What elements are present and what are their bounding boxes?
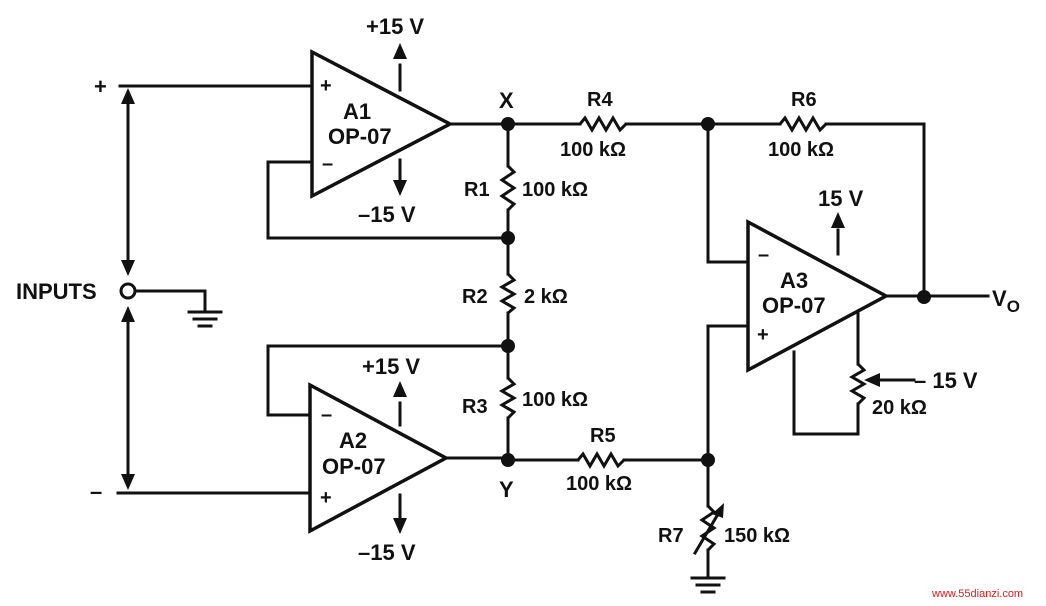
resistor-r7 — [699, 504, 717, 552]
a2-minus-pin: – — [321, 404, 332, 426]
resistor-r1 — [499, 164, 517, 212]
input-plus-label: + — [94, 74, 107, 99]
output-label: VO — [992, 286, 1020, 316]
r1-name: R1 — [464, 179, 490, 201]
a1-part: OP-07 — [328, 124, 392, 149]
input-terminal — [119, 282, 137, 300]
a2-name: A2 — [339, 428, 367, 453]
r4-name: R4 — [587, 89, 613, 111]
a1-minus-pin: – — [322, 153, 333, 175]
input-section: INPUTS + – — [16, 74, 314, 504]
r3-name: R3 — [462, 396, 488, 418]
a3-minus-pin: – — [758, 244, 769, 266]
r7-value: 150 kΩ — [724, 525, 790, 547]
a2-supply-pos: +15 V — [362, 354, 420, 379]
r5-name: R5 — [590, 425, 616, 447]
input-minus-label: – — [90, 479, 102, 504]
arrow-down-icon — [393, 180, 407, 196]
opamp-a1: + – A1 OP-07 +15 V –15 V — [310, 14, 454, 227]
opamp-a3: – + A3 OP-07 15 V VO – 15 V 20 kΩ — [746, 186, 1020, 436]
a3-supply: 15 V — [818, 186, 864, 211]
r5-value: 100 kΩ — [566, 473, 632, 495]
r6-value: 100 kΩ — [768, 139, 834, 161]
arrow-up-icon — [393, 381, 407, 397]
difference-stage: R4 100 kΩ R6 100 kΩ R5 100 kΩ R7 150 kΩ — [506, 89, 926, 594]
variable-arrow-icon — [712, 503, 724, 518]
a1-supply-pos: +15 V — [366, 14, 424, 39]
a2-supply-neg: –15 V — [358, 540, 416, 565]
resistor-r4 — [578, 115, 628, 133]
trim-supply: – 15 V — [914, 368, 978, 393]
node-y-label: Y — [499, 477, 514, 502]
arrow-up-icon — [393, 43, 407, 59]
opamp-a3-triangle — [746, 219, 890, 373]
resistor-r2 — [499, 272, 517, 315]
a3-plus-pin: + — [757, 324, 769, 346]
resistor-r3 — [499, 376, 517, 420]
r6-name: R6 — [791, 89, 817, 111]
r2-value: 2 kΩ — [524, 286, 568, 308]
r2-name: R2 — [462, 286, 488, 308]
r1-value: 100 kΩ — [522, 179, 588, 201]
a2-part: OP-07 — [322, 454, 386, 479]
arrow-up-icon — [831, 212, 845, 228]
watermark: www.55dianzi.com — [931, 588, 1023, 600]
a3-part: OP-07 — [762, 293, 826, 318]
wiper-arrow-icon — [864, 373, 880, 387]
a2-plus-pin: + — [320, 487, 332, 509]
trim-potentiometer — [849, 362, 867, 406]
r4-value: 100 kΩ — [560, 139, 626, 161]
a1-name: A1 — [343, 99, 371, 124]
resistor-r6 — [778, 115, 828, 133]
ground-symbol-input — [187, 310, 223, 328]
arrow-down-icon — [393, 518, 407, 534]
r3-value: 100 kΩ — [522, 389, 588, 411]
feedback-network: X Y R1 100 kΩ R2 2 kΩ R3 100 kΩ — [266, 88, 588, 502]
opamp-a2-triangle — [308, 382, 450, 534]
opamp-a2: – + A2 OP-07 +15 V –15 V — [308, 354, 450, 565]
a1-supply-neg: –15 V — [358, 202, 416, 227]
resistor-r5 — [576, 451, 626, 469]
a3-name: A3 — [780, 268, 808, 293]
trim-value: 20 kΩ — [872, 397, 927, 419]
opamp-a1-triangle — [310, 49, 454, 199]
a1-plus-pin: + — [320, 75, 332, 97]
ground-symbol-r7 — [690, 576, 726, 594]
r7-name: R7 — [658, 525, 684, 547]
inputs-label: INPUTS — [16, 279, 97, 304]
node-x-label: X — [499, 88, 514, 113]
